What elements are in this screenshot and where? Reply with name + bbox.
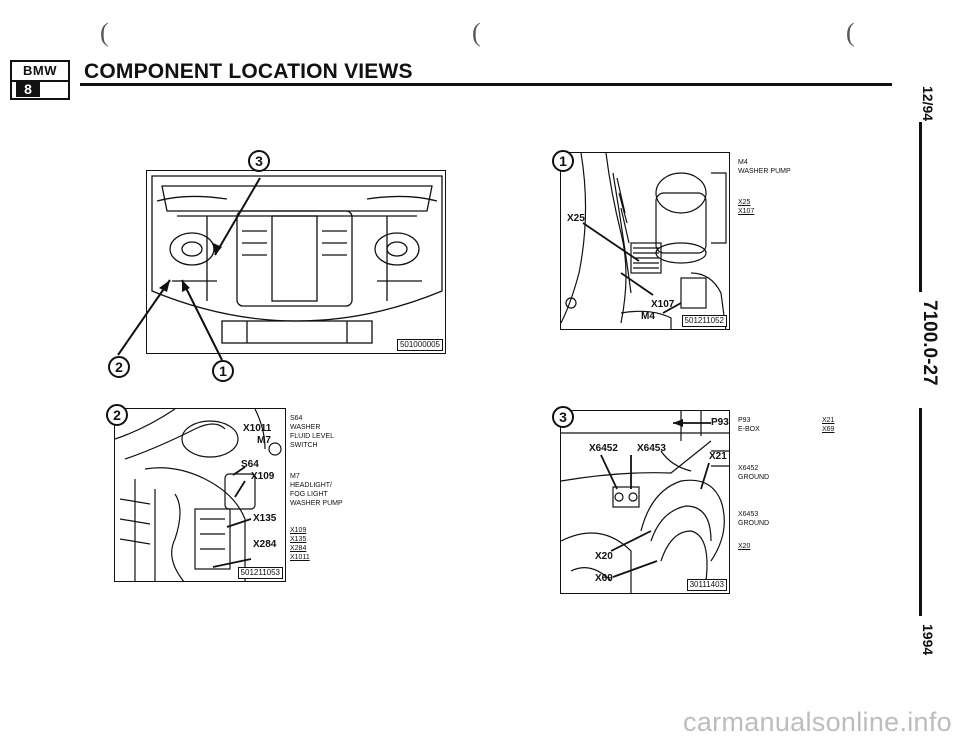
paren-mark-center: ( xyxy=(472,18,481,47)
side-date: 12/94 xyxy=(920,86,936,122)
legend-desc-s64-1: WASHER xyxy=(290,424,321,431)
figure-1-label-m4: M4 xyxy=(641,311,655,322)
legend-code-x1011: X1011 xyxy=(290,554,310,561)
logo-brand: BMW xyxy=(12,62,68,82)
title-rule xyxy=(80,83,892,86)
overview-callout-2: 2 xyxy=(108,356,130,378)
fluid-switch-drawing xyxy=(115,409,282,581)
legend-desc-p93: E-BOX xyxy=(738,426,760,433)
bmw-8-logo: BMW 8 xyxy=(10,60,70,100)
legend-code-m4: M4 xyxy=(738,159,748,166)
figure-3-e-box: P93 X6452 X6453 X21 X20 X69 30111403 xyxy=(560,410,730,594)
figure-2-label-m7: M7 xyxy=(257,435,271,446)
figure-3-label-p93: P93 xyxy=(711,417,729,428)
legend-code-x21: X21 xyxy=(822,417,835,424)
overview-callout-3: 3 xyxy=(248,150,270,172)
side-rule-top xyxy=(919,122,922,292)
legend-code-s64: S64 xyxy=(290,415,303,422)
legend-desc-m7-2: FOG LIGHT xyxy=(290,491,328,498)
figure-3-legend: P93 E-BOX X6452 GROUND X6453 GROUND X20 xyxy=(738,416,769,551)
figure-2-callout: 2 xyxy=(106,404,128,426)
legend-desc-m7-3: WASHER PUMP xyxy=(290,500,343,507)
page-title: COMPONENT LOCATION VIEWS xyxy=(84,60,413,83)
legend-desc-m7-1: HEADLIGHT/ xyxy=(290,482,333,489)
figure-2-label-x109: X109 xyxy=(251,471,275,482)
legend-desc-m4: WASHER PUMP xyxy=(738,168,791,175)
e-box-drawing xyxy=(561,411,729,593)
figure-3-label-x21: X21 xyxy=(709,451,727,462)
legend-code-x284: X284 xyxy=(290,545,307,552)
figure-2-fluid-level-switch: X1011 M7 S64 X109 X135 X284 501211053 xyxy=(114,408,286,582)
figure-1-label-x107: X107 xyxy=(651,299,675,310)
side-year: 1994 xyxy=(920,624,936,656)
legend-code-x135: X135 xyxy=(290,536,307,543)
figure-3-callout: 3 xyxy=(552,406,574,428)
overview-leader-lines xyxy=(117,177,261,361)
legend-desc-s64-3: SWITCH xyxy=(290,442,318,449)
legend-code-m7: M7 xyxy=(290,473,300,480)
figure-1-callout: 1 xyxy=(552,150,574,172)
figure-3-label-x69: X69 xyxy=(595,573,613,584)
figure-3-label-x6453: X6453 xyxy=(637,443,666,454)
legend-code-x69: X69 xyxy=(822,426,835,433)
figure-2-label-x1011: X1011 xyxy=(243,423,272,434)
side-page-number: 7100.0-27 xyxy=(919,300,940,386)
figure-1-label-x25: X25 xyxy=(567,213,585,224)
paren-mark-left: ( xyxy=(100,18,109,47)
legend-desc-x6453: GROUND xyxy=(738,520,770,527)
legend-code-x6453: X6453 xyxy=(738,511,759,518)
figure-2-label-s64: S64 xyxy=(241,459,259,470)
legend-code-x107: X107 xyxy=(738,208,755,215)
figure-2-number: 501211053 xyxy=(237,567,283,579)
legend-desc-x6452: GROUND xyxy=(738,474,770,481)
figure-1-number: 501211052 xyxy=(681,315,727,327)
legend-code-p93: P93 xyxy=(738,417,751,424)
logo-series: 8 xyxy=(16,82,40,97)
legend-code-x20: X20 xyxy=(738,543,751,550)
legend-code-x6452: X6452 xyxy=(738,465,759,472)
site-watermark: carmanualsonline.info xyxy=(683,707,952,737)
figure-1-washer-pump: X25 X107 M4 501211052 xyxy=(560,152,730,330)
figure-3-label-x20: X20 xyxy=(595,551,613,562)
figure-2-label-x284: X284 xyxy=(253,539,277,550)
legend-code-x109: X109 xyxy=(290,527,307,534)
side-rule-bottom xyxy=(919,408,922,616)
figure-3-label-x6452: X6452 xyxy=(589,443,618,454)
figure-1-legend: M4 WASHER PUMP X25 X107 xyxy=(738,158,791,216)
legend-code-x25: X25 xyxy=(738,199,751,206)
figure-overview-number: 501000005 xyxy=(396,339,443,351)
overview-callout-1: 1 xyxy=(212,360,234,382)
figure-3-legend-extra: X21 X69 xyxy=(822,416,834,434)
figure-2-legend: S64 WASHER FLUID LEVEL SWITCH M7 HEADLIG… xyxy=(290,414,343,562)
figure-3-number: 30111403 xyxy=(686,579,727,591)
figure-2-label-x135: X135 xyxy=(253,513,277,524)
washer-pump-drawing xyxy=(561,153,727,329)
paren-mark-right: ( xyxy=(846,18,855,47)
legend-desc-s64-2: FLUID LEVEL xyxy=(290,433,334,440)
